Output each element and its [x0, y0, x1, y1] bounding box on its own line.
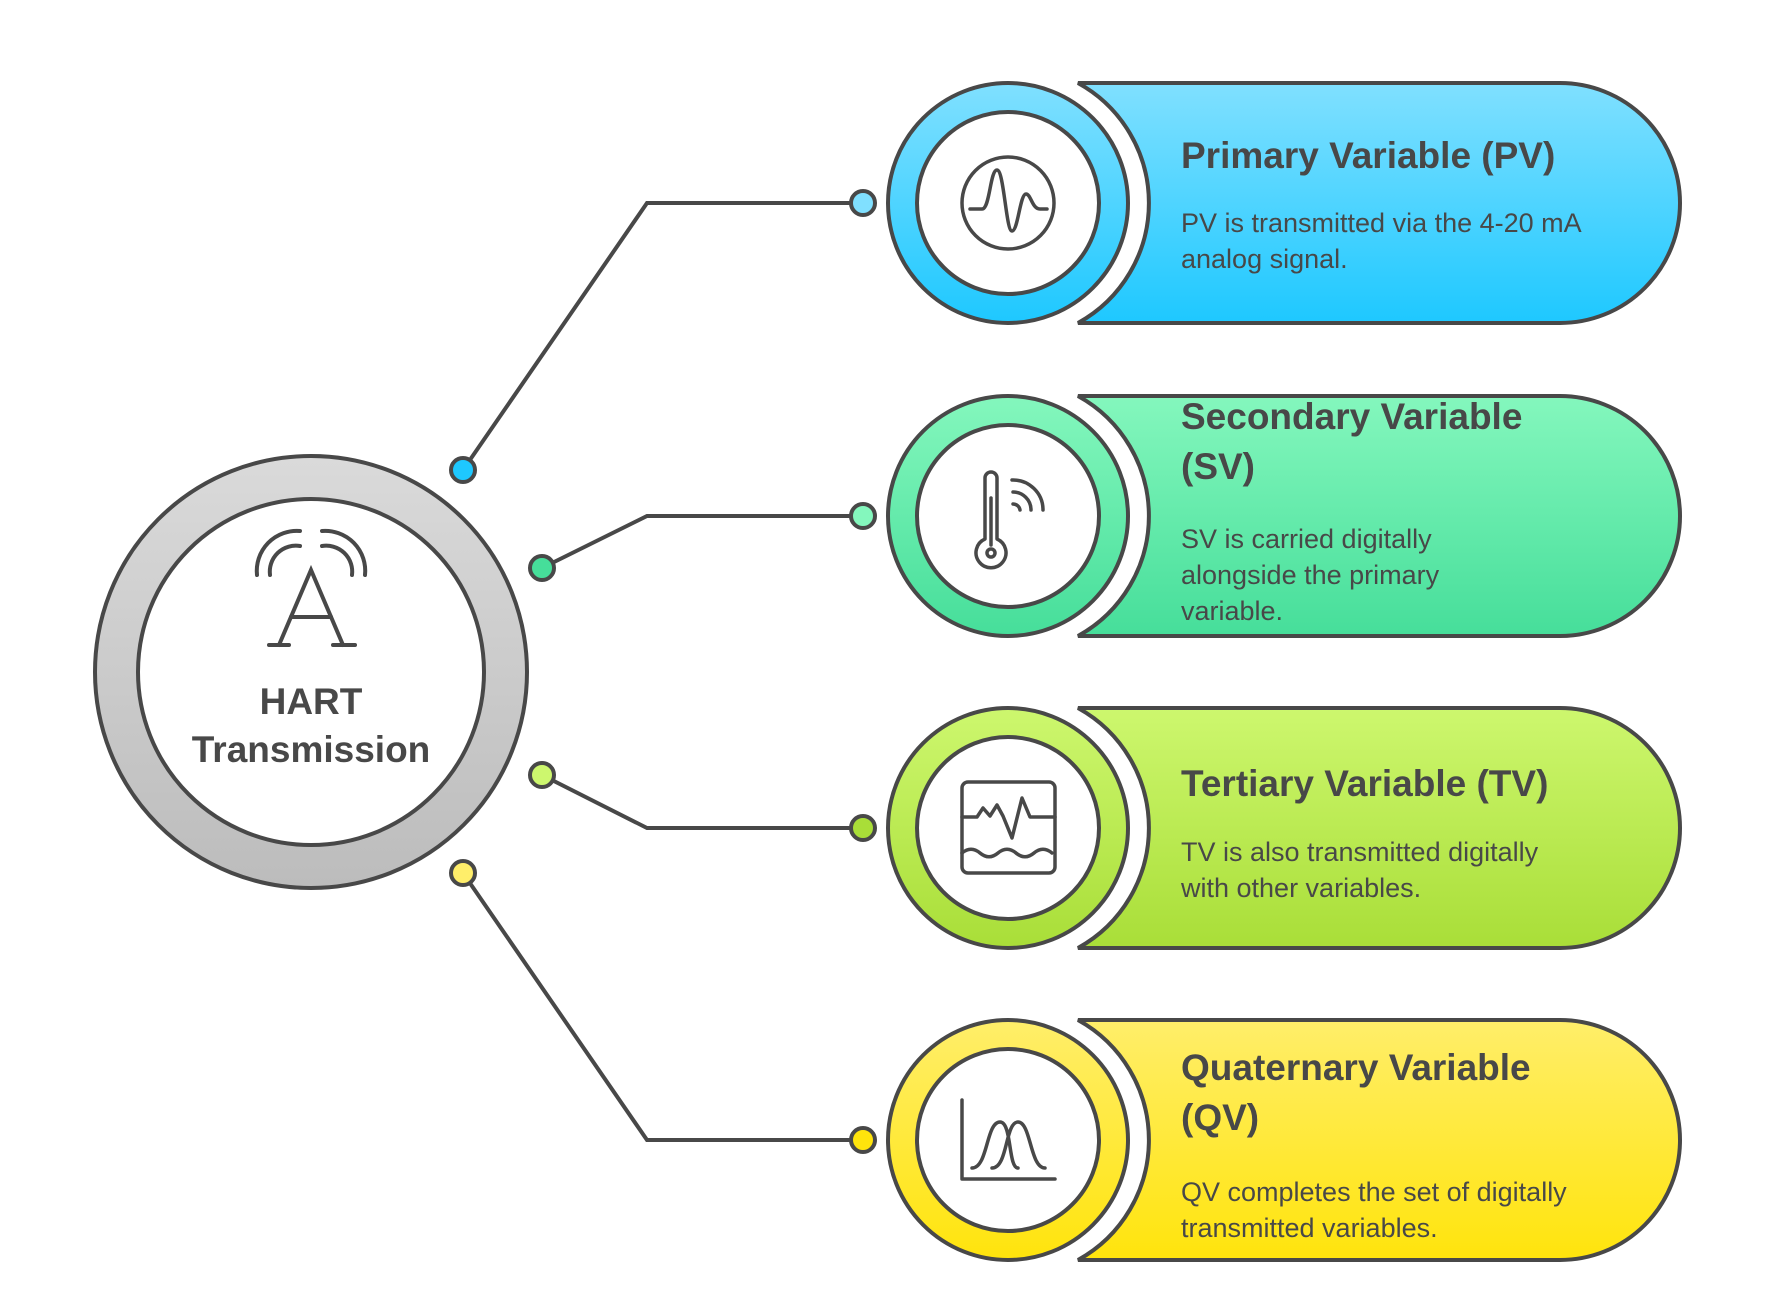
card-desc-qv: QV completes the set of digitally transm…: [1181, 1177, 1567, 1243]
card-pill-qv: [1077, 1018, 1682, 1262]
connector-pv: [461, 201, 863, 472]
hub-dots: [449, 456, 556, 887]
hub-title-line2: Transmission: [191, 729, 431, 770]
pulse-waveform-icon: [960, 155, 1056, 251]
card-title-tv: Tertiary Variable (TV): [1181, 763, 1549, 804]
card-desc-pv: PV is transmitted via the 4-20 mA analog…: [1181, 208, 1581, 274]
hub-node: [93, 454, 529, 890]
card-title-sv: Secondary Variable (SV): [1181, 396, 1523, 487]
antenna-tower-icon: [254, 528, 368, 647]
hub-title-line1: HART: [259, 681, 363, 722]
end-dot-tv: [849, 814, 877, 842]
end-dot-pv: [849, 189, 877, 217]
connector-qv: [461, 871, 863, 1142]
connector-tv: [541, 773, 863, 830]
item-qv: [849, 1018, 1682, 1262]
card-title-qv: Quaternary Variable (QV): [1181, 1047, 1531, 1138]
badge-disc-sv: [915, 423, 1101, 609]
item-tv: [849, 706, 1682, 950]
end-dot-sv: [849, 502, 877, 530]
connectors: [461, 201, 863, 1142]
card-pill-pv: [1077, 81, 1682, 325]
signal-monitor-icon: [960, 780, 1057, 875]
hub-dot-tv: [528, 761, 556, 789]
item-pv: [849, 81, 1682, 325]
card-pill-tv: [1077, 706, 1682, 950]
distribution-curves-icon: [960, 1098, 1057, 1181]
end-dot-qv: [849, 1126, 877, 1154]
item-sv: [849, 394, 1682, 638]
connector-sv: [541, 514, 863, 570]
thermometer-wireless-icon: [974, 470, 1045, 570]
card-desc-tv: TV is also transmitted digitally with ot…: [1181, 837, 1539, 903]
card-title-pv: Primary Variable (PV): [1181, 135, 1556, 176]
hub-dot-qv: [449, 859, 477, 887]
hub-inner-disc: [136, 497, 486, 847]
hub-dot-sv: [528, 554, 556, 582]
card-desc-sv: SV is carried digitally alongside the pr…: [1181, 524, 1440, 626]
hub-dot-pv: [449, 456, 477, 484]
card-pill-sv: [1077, 394, 1682, 638]
hub-title: HART Transmission: [161, 678, 461, 774]
badge-disc-pv: [915, 110, 1101, 296]
